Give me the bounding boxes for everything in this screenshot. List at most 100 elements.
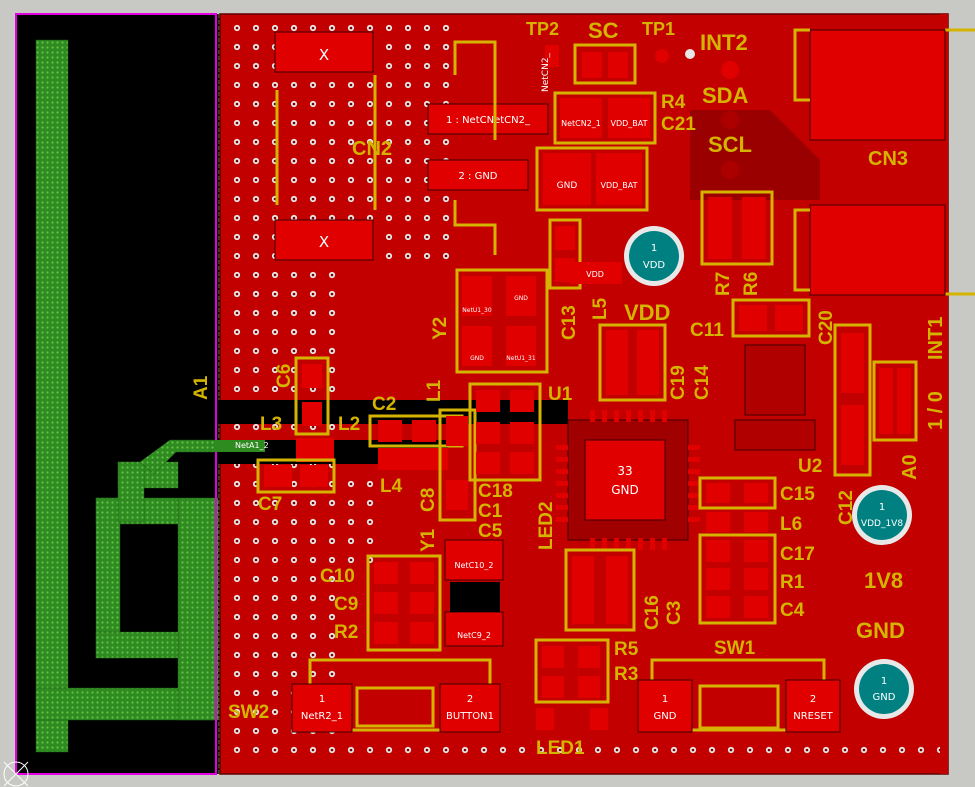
label-a1: A1	[191, 375, 212, 400]
c11	[731, 298, 811, 338]
svg-text:NetA1_2: NetA1_2	[235, 441, 269, 450]
sw1-reset-button[interactable]: 1 GND 2 NRESET	[637, 658, 841, 733]
label-l6: L6	[780, 514, 802, 535]
svg-text:1: 1	[879, 502, 885, 513]
label-int1: INT1	[925, 317, 947, 360]
via-field-bottom-row	[342, 740, 942, 765]
rf-match-components: NetA1_2	[235, 356, 542, 522]
svg-text:NetC10_2: NetC10_2	[455, 561, 494, 570]
label-sw1: SW1	[714, 638, 756, 659]
label-l2: L2	[338, 414, 360, 435]
i2c-pads	[690, 61, 820, 200]
label-c6: C6	[274, 364, 295, 388]
svg-text:GND: GND	[611, 483, 639, 497]
c16-c3	[564, 548, 636, 632]
cn3-connector	[793, 28, 946, 296]
label-c17: C17	[780, 544, 815, 565]
sc-jumper: NetCN2_	[541, 43, 695, 92]
label-led1: LED1	[536, 738, 585, 759]
label-r4: R4	[661, 92, 686, 113]
svg-text:2: 2	[810, 694, 816, 705]
svg-text:X: X	[319, 46, 329, 64]
sw2-user-button[interactable]: 1 NetR2_1 2 BUTTON1	[291, 658, 501, 733]
svg-text:GND: GND	[514, 295, 528, 302]
label-u1: U1	[548, 384, 573, 405]
svg-text:2 : GND: 2 : GND	[458, 171, 497, 182]
svg-text:GND: GND	[873, 692, 896, 703]
vdd-1v8-test-point[interactable]: 1 VDD_1V8	[852, 485, 912, 545]
label-c9: C9	[334, 594, 358, 615]
label-l4: L4	[380, 476, 403, 497]
label-r2: R2	[334, 622, 358, 643]
label-r3: R3	[614, 664, 638, 685]
label-a0: A0	[899, 454, 921, 480]
via-field-left	[222, 20, 342, 765]
svg-text:NetC9_2: NetC9_2	[457, 631, 491, 640]
int1-jumper	[872, 360, 918, 442]
svg-text:NRESET: NRESET	[793, 711, 833, 722]
svg-text:VDD_BAT: VDD_BAT	[600, 181, 637, 190]
c21-r4-block: NetCN2_1 VDD_BAT GND VDD_BAT	[535, 91, 657, 212]
svg-text:VDD_BAT: VDD_BAT	[610, 119, 647, 128]
svg-text:NetCN2_: NetCN2_	[541, 52, 551, 92]
label-c18: C18	[478, 481, 513, 502]
label-r1: R1	[780, 572, 805, 593]
svg-text:NetU1_31: NetU1_31	[506, 355, 536, 362]
svg-text:GND: GND	[470, 355, 484, 362]
svg-text:X: X	[319, 233, 329, 251]
label-r6: R6	[741, 272, 762, 296]
cn2-connector: X X 1 : NetCNetCN2_ 2 : GND	[274, 31, 549, 261]
label-c4: C4	[780, 600, 805, 621]
label-l3: L3	[260, 414, 282, 435]
label-tp2: TP2	[526, 19, 559, 39]
label-l1: L1	[424, 379, 445, 402]
label-cn3: CN3	[868, 148, 908, 170]
svg-text:VDD_1V8: VDD_1V8	[861, 519, 903, 529]
label-c3: C3	[664, 601, 685, 625]
svg-text:1: 1	[881, 676, 887, 687]
silkscreen-designators: A1 CN2 CN3 TP2 SC TP1 INT2 SDA SCL R4 C2…	[191, 18, 947, 759]
label-c11: C11	[690, 320, 724, 341]
r5-r3-led1	[534, 638, 610, 730]
svg-text:33: 33	[617, 464, 632, 478]
label-c7: C7	[258, 494, 282, 515]
svg-text:VDD: VDD	[586, 270, 604, 279]
svg-text:1: 1	[651, 243, 657, 254]
board-outline	[15, 13, 217, 775]
label-1-0: 1 / 0	[925, 391, 947, 430]
c19-c14	[598, 323, 667, 402]
label-c5: C5	[478, 521, 503, 542]
label-gnd: GND	[856, 618, 905, 643]
c10-c9-r2: NetC10_2 NetC9_2	[366, 539, 504, 652]
u2-ic	[734, 344, 816, 451]
label-scl: SCL	[708, 132, 752, 157]
label-u2: U2	[798, 456, 822, 477]
label-sc: SC	[588, 18, 619, 43]
svg-text:1: 1	[662, 694, 668, 705]
r7-r6	[700, 190, 774, 266]
c13-l5: VDD	[548, 218, 622, 290]
label-c8: C8	[418, 488, 439, 512]
via-field-mid	[342, 470, 382, 570]
label-c13: C13	[559, 305, 580, 340]
svg-text:VDD: VDD	[643, 260, 666, 271]
label-c14: C14	[692, 365, 713, 400]
svg-text:GND: GND	[557, 181, 578, 191]
svg-text:NetR2_1: NetR2_1	[301, 711, 343, 722]
gnd-test-point[interactable]: 1 GND	[854, 659, 914, 719]
label-1v8: 1V8	[864, 568, 903, 593]
label-c12: C12	[836, 490, 857, 525]
c20-c12	[833, 323, 872, 477]
label-l5: L5	[590, 297, 611, 320]
label-c1: C1	[478, 501, 503, 522]
svg-text:NetCN2_1: NetCN2_1	[561, 119, 601, 128]
vdd-test-point[interactable]: 1 VDD	[624, 226, 684, 286]
label-c2: C2	[372, 394, 396, 415]
label-r7: R7	[713, 272, 734, 296]
svg-text:GND: GND	[654, 711, 677, 722]
label-y1: Y1	[418, 528, 439, 552]
label-sw2: SW2	[228, 702, 269, 723]
label-tp1: TP1	[642, 19, 675, 39]
svg-text:BUTTON1: BUTTON1	[446, 711, 494, 722]
